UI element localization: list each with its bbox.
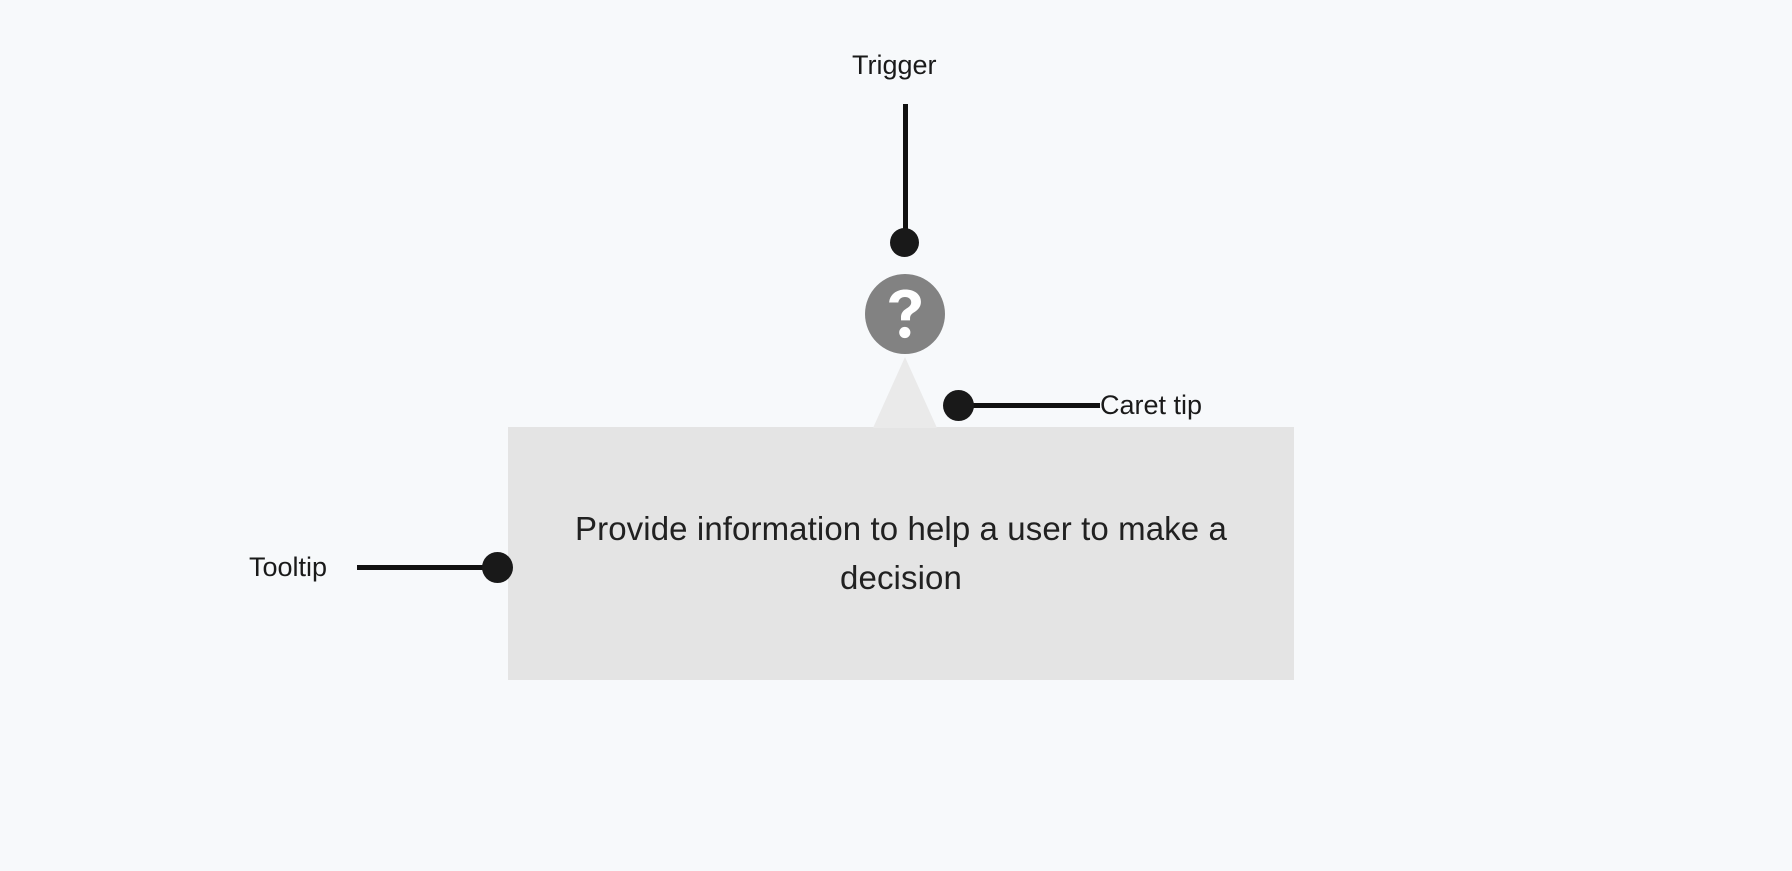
caret-tip-leader-dot — [943, 390, 974, 421]
tooltip-caret — [873, 357, 937, 428]
caret-tip-leader-line — [967, 403, 1100, 408]
tooltip-surface: Provide information to help a user to ma… — [508, 427, 1294, 680]
trigger-leader-dot — [890, 228, 919, 257]
tooltip-annotation-label: Tooltip — [249, 552, 328, 582]
tooltip-leader-line — [357, 565, 490, 570]
caret-tip-annotation-label: Caret tip — [1100, 390, 1203, 420]
question-mark-circle-icon[interactable] — [865, 274, 945, 354]
tooltip-body-text: Provide information to help a user to ma… — [575, 509, 1227, 596]
trigger-annotation-label: Trigger — [852, 50, 937, 80]
trigger-leader-line — [903, 104, 908, 242]
tooltip-leader-dot — [482, 552, 513, 583]
